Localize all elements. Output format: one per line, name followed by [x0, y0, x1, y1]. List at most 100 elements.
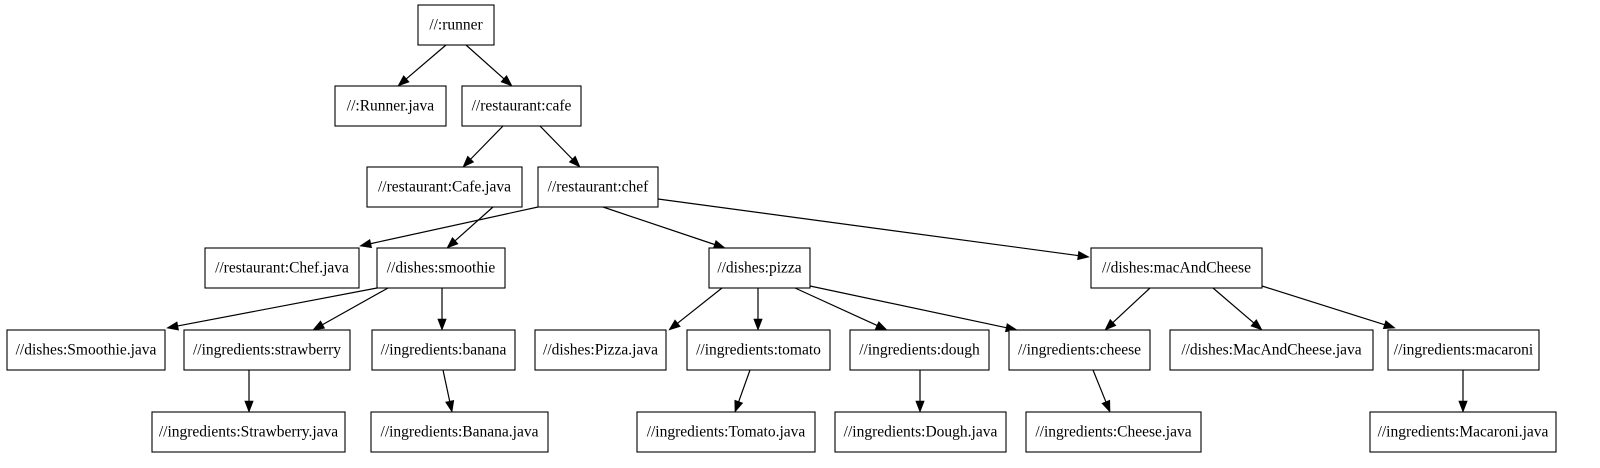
node-runner[interactable]: //:runner: [417, 4, 495, 46]
edge-arrowhead: [874, 321, 888, 331]
edge-restaurant_chef-to-restaurant_chef_java: [359, 206, 539, 249]
node-dishes_smoothie_java[interactable]: //dishes:Smoothie.java: [6, 329, 166, 371]
node-dishes_pizza_java[interactable]: //dishes:Pizza.java: [534, 329, 667, 371]
node-box[interactable]: [849, 329, 990, 371]
node-ing_macaroni_java[interactable]: //ingredients:Macaroni.java: [1369, 411, 1557, 453]
node-box[interactable]: [370, 411, 549, 453]
edge-arrowhead: [244, 400, 254, 413]
node-box[interactable]: [366, 166, 523, 208]
edge-dishes_smoothie-to-dishes_smoothie_java: [166, 287, 378, 331]
node-label: //ingredients:Macaroni.java: [1378, 424, 1549, 441]
edge-line: [465, 44, 505, 80]
node-restaurant_chef_java[interactable]: //restaurant:Chef.java: [204, 247, 360, 289]
edge-ing_strawberry-to-ing_strawberry_java: [244, 370, 254, 413]
edges-layer: [166, 44, 1468, 413]
node-restaurant_chef[interactable]: //restaurant:chef: [537, 166, 659, 208]
node-box[interactable]: [183, 329, 351, 371]
node-dishes_pizza[interactable]: //dishes:pizza: [708, 247, 811, 289]
node-dishes_macandcheese[interactable]: //dishes:macAndCheese: [1090, 247, 1263, 289]
edge-ing_macaroni-to-ing_macaroni_java: [1458, 370, 1468, 413]
edge-restaurant_cafe-to-restaurant_chef: [539, 125, 581, 168]
node-label: //ingredients:banana: [381, 342, 507, 359]
node-ing_tomato_java[interactable]: //ingredients:Tomato.java: [636, 411, 816, 453]
node-label: //:Runner.java: [347, 98, 435, 115]
node-box[interactable]: [151, 411, 346, 453]
edge-arrowhead: [734, 399, 744, 413]
edge-line: [809, 285, 1007, 329]
node-ing_cheese[interactable]: //ingredients:cheese: [1008, 329, 1151, 371]
edge-arrowhead: [568, 155, 581, 168]
node-label: //dishes:pizza: [717, 260, 801, 277]
edge-arrowhead: [1104, 318, 1117, 331]
edge-line: [1092, 369, 1107, 403]
edge-dishes_smoothie-to-ing_banana: [437, 288, 447, 331]
edge-line: [1261, 285, 1385, 326]
edge-line: [677, 287, 723, 324]
node-box[interactable]: [1025, 411, 1202, 453]
node-ing_dough[interactable]: //ingredients:dough: [849, 329, 990, 371]
node-box[interactable]: [686, 329, 831, 371]
edge-arrowhead: [359, 239, 373, 249]
node-ing_dough_java[interactable]: //ingredients:Dough.java: [834, 411, 1007, 453]
edge-dishes_macandcheese-to-dishes_mac_java: [1212, 287, 1263, 331]
edge-line: [177, 287, 378, 327]
node-label: //ingredients:strawberry: [193, 342, 341, 359]
edge-ing_tomato-to-ing_tomato_java: [734, 369, 751, 413]
edge-line: [1112, 287, 1151, 323]
node-box[interactable]: [1090, 247, 1263, 289]
node-label: //restaurant:cafe: [472, 98, 572, 115]
node-box[interactable]: [537, 166, 659, 208]
node-box[interactable]: [417, 4, 495, 46]
edge-arrowhead: [1458, 400, 1468, 413]
edge-line: [370, 206, 539, 245]
edge-runner-to-restaurant_cafe: [465, 44, 513, 87]
edge-arrowhead: [437, 318, 447, 331]
node-label: //restaurant:chef: [548, 179, 650, 196]
node-box[interactable]: [1169, 329, 1374, 371]
edge-line: [322, 287, 389, 326]
node-ing_banana[interactable]: //ingredients:banana: [371, 329, 516, 371]
node-label: //ingredients:macaroni: [1394, 342, 1534, 359]
node-ing_cheese_java[interactable]: //ingredients:Cheese.java: [1025, 411, 1202, 453]
node-box[interactable]: [1387, 329, 1540, 371]
node-restaurant_cafe_java[interactable]: //restaurant:Cafe.java: [366, 166, 523, 208]
node-box[interactable]: [1369, 411, 1557, 453]
node-runner_java[interactable]: //:Runner.java: [334, 85, 447, 127]
edge-arrowhead: [1077, 250, 1090, 261]
node-label: //ingredients:Banana.java: [381, 424, 539, 441]
node-box[interactable]: [636, 411, 816, 453]
node-restaurant_cafe[interactable]: //restaurant:cafe: [461, 85, 582, 127]
node-box[interactable]: [6, 329, 166, 371]
node-box[interactable]: [834, 411, 1007, 453]
node-box[interactable]: [708, 247, 811, 289]
node-box[interactable]: [1008, 329, 1151, 371]
edge-arrowhead: [1101, 399, 1111, 413]
node-label: //:runner: [429, 17, 483, 34]
edge-dishes_pizza-to-ing_tomato: [753, 288, 763, 331]
edge-line: [738, 369, 751, 402]
node-box[interactable]: [534, 329, 667, 371]
edge-dishes_pizza-to-ing_dough: [794, 287, 888, 331]
node-box[interactable]: [376, 247, 506, 289]
node-box[interactable]: [334, 85, 447, 127]
node-ing_strawberry[interactable]: //ingredients:strawberry: [183, 329, 351, 371]
edge-arrowhead: [446, 237, 459, 249]
node-label: //ingredients:Tomato.java: [647, 424, 806, 441]
node-ing_strawberry_java[interactable]: //ingredients:Strawberry.java: [151, 411, 346, 453]
edge-arrowhead: [166, 321, 179, 331]
node-ing_macaroni[interactable]: //ingredients:macaroni: [1387, 329, 1540, 371]
node-dishes_smoothie[interactable]: //dishes:smoothie: [376, 247, 506, 289]
node-ing_tomato[interactable]: //ingredients:tomato: [686, 329, 831, 371]
node-box[interactable]: [204, 247, 360, 289]
node-box[interactable]: [461, 85, 582, 127]
node-ing_banana_java[interactable]: //ingredients:Banana.java: [370, 411, 549, 453]
node-box[interactable]: [371, 329, 516, 371]
edge-arrowhead: [312, 320, 326, 331]
edge-dishes_smoothie-to-ing_strawberry: [312, 287, 389, 331]
node-dishes_mac_java[interactable]: //dishes:MacAndCheese.java: [1169, 329, 1374, 371]
edge-runner-to-runner_java: [397, 44, 447, 87]
node-label: //ingredients:Cheese.java: [1035, 424, 1191, 441]
nodes-layer: //:runner //:Runner.java //restaurant:cafe…: [6, 4, 1557, 453]
edge-line: [657, 198, 1079, 257]
